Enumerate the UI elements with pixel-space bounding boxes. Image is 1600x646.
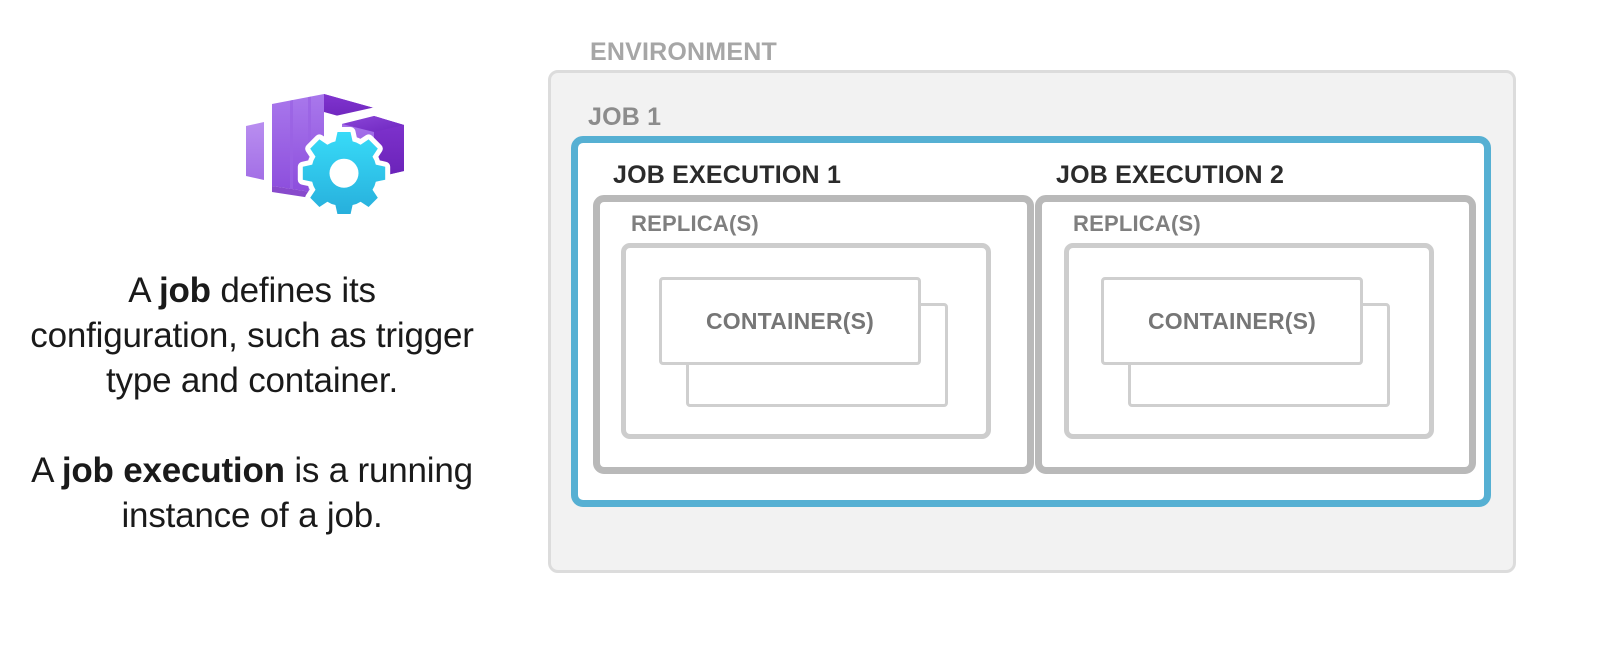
environment-label: ENVIRONMENT [590,38,777,66]
job-execution-2-label: JOB EXECUTION 2 [1056,161,1285,189]
container-2-front-card: CONTAINER(S) [1101,277,1363,365]
container-app-gear-icon [238,82,418,214]
caption-text: defines its configuration, such as trigg… [30,271,474,400]
caption-block: A job defines its configuration, such as… [22,268,482,538]
job-label: JOB 1 [588,103,662,131]
caption-text: A [128,271,159,310]
replica-2-label: REPLICA(S) [1073,211,1201,236]
container-2-label: CONTAINER(S) [1147,307,1317,334]
explanation-panel: A job defines its configuration, such as… [0,0,500,646]
replica-1-label: REPLICA(S) [631,211,759,236]
container-1-front-card: CONTAINER(S) [659,277,921,365]
job-execution-1-label: JOB EXECUTION 1 [613,161,842,189]
caption-job-execution-definition: A job execution is a running instance of… [22,448,482,538]
container-2-stack: CONTAINER(S) [1101,277,1391,407]
caption-text: is a running instance of a job. [121,451,473,535]
caption-text: A [31,451,62,490]
container-1-label: CONTAINER(S) [705,307,875,334]
caption-job-definition: A job defines its configuration, such as… [22,268,482,403]
container-1-stack: CONTAINER(S) [659,277,949,407]
caption-emphasis: job [158,271,211,310]
caption-emphasis: job execution [61,451,285,490]
